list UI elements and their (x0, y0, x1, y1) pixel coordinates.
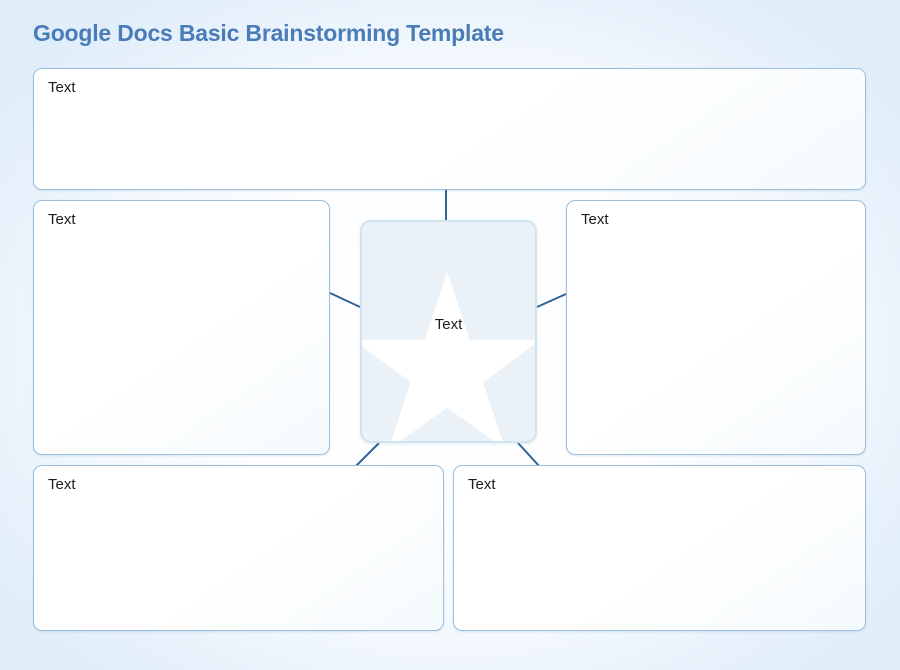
page-title: Google Docs Basic Brainstorming Template (33, 20, 504, 46)
connector-center-left (329, 292, 361, 308)
branch-node-right-label: Text (581, 211, 609, 228)
connector-center-bottomleft (354, 442, 380, 468)
branch-node-left[interactable]: Text (33, 200, 330, 455)
branch-node-bottom-left-label: Text (48, 476, 76, 493)
branch-node-left-label: Text (48, 211, 76, 228)
star-icon (362, 272, 535, 441)
connector-center-bottomright (517, 442, 541, 468)
center-node-label: Text (434, 316, 463, 333)
branch-node-top-label: Text (48, 79, 76, 96)
center-node[interactable]: Text (360, 220, 537, 443)
branch-node-bottom-right-label: Text (468, 476, 496, 493)
branch-node-right[interactable]: Text (566, 200, 866, 455)
connector-center-right (536, 293, 567, 308)
branch-node-bottom-left[interactable]: Text (33, 465, 444, 631)
branch-node-top[interactable]: Text (33, 68, 866, 190)
branch-node-bottom-right[interactable]: Text (453, 465, 866, 631)
